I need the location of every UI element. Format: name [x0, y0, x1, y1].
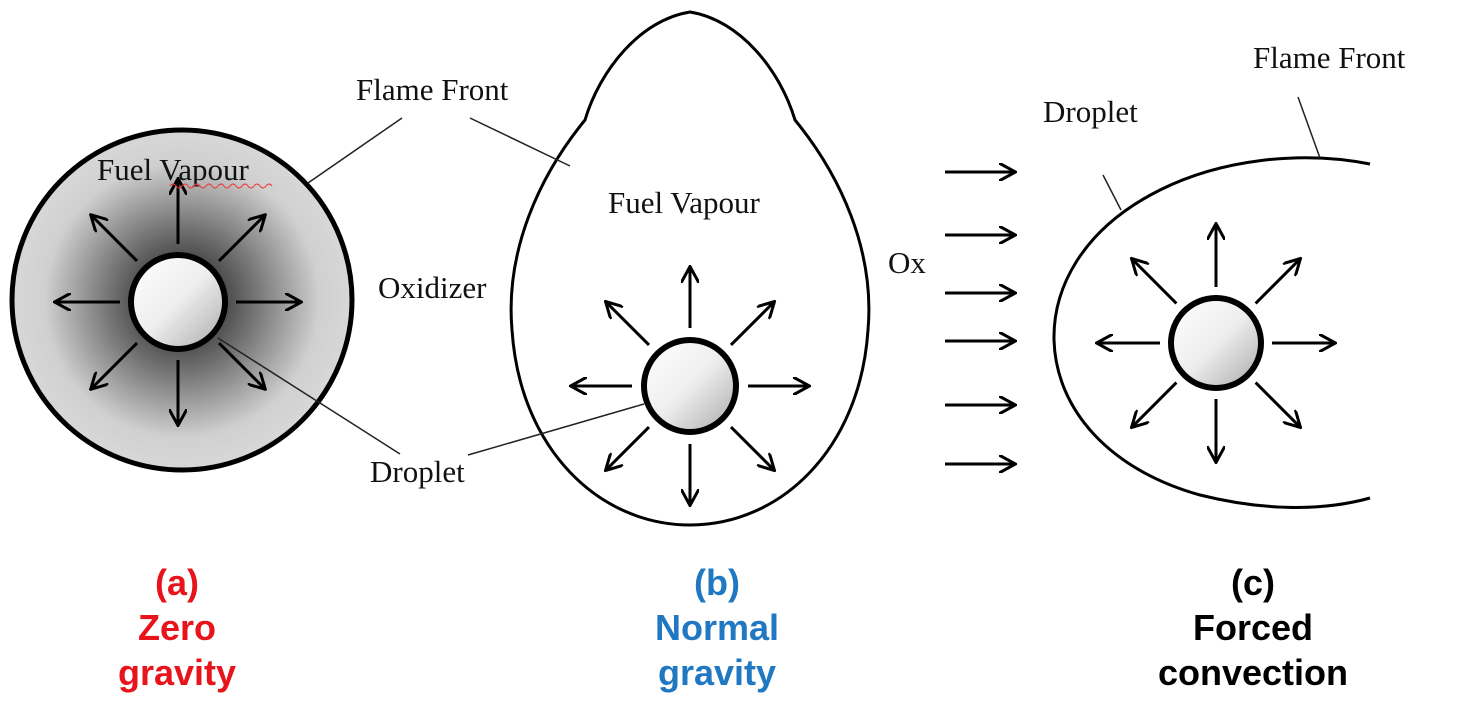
fuel-vapour-label-a: Fuel Vapour — [97, 152, 250, 187]
flame-front-label-c: Flame Front — [1253, 40, 1406, 75]
arrow — [607, 425, 651, 469]
arrow — [729, 303, 773, 347]
caption-line: Zero — [137, 607, 216, 648]
oxidizer-label: Oxidizer — [378, 270, 487, 305]
spellcheck-underline — [169, 183, 273, 189]
caption-c: (c) Forced convection — [1093, 560, 1413, 695]
leader-line — [469, 117, 571, 167]
vapour-arrows-c — [1098, 225, 1334, 461]
leader-line — [1297, 96, 1321, 159]
arrow — [1254, 381, 1300, 427]
leader-line — [217, 337, 401, 455]
arrow — [92, 341, 139, 388]
flame-front-curve — [1052, 156, 1371, 509]
flame-front-label: Flame Front — [356, 72, 509, 107]
caption-line: Normal — [654, 607, 780, 648]
vapour-arrows-b — [572, 268, 808, 504]
forced-convection-figure: Ox Droplet Flame Front — [888, 40, 1406, 509]
droplet-c — [1168, 295, 1264, 391]
droplet-a — [128, 252, 228, 352]
leader-line — [307, 117, 403, 184]
vapour-arrows-a — [56, 180, 300, 424]
normal-gravity-figure: Fuel Vapour — [509, 10, 871, 527]
arrow — [1133, 381, 1178, 427]
caption-line: gravity — [657, 652, 777, 693]
arrow — [92, 216, 139, 263]
caption-letter: (b) — [694, 562, 740, 603]
leader-line — [467, 403, 645, 456]
caption-letter: (a) — [155, 562, 199, 603]
zero-gravity-figure: Fuel Vapour — [9, 127, 355, 473]
droplet-label: Droplet — [370, 454, 465, 489]
droplet-b — [641, 337, 739, 435]
caption-b: (b) Normal gravity — [557, 560, 877, 695]
ox-label: Ox — [888, 245, 926, 280]
arrow — [1254, 260, 1300, 305]
leader-line — [1102, 174, 1122, 211]
arrow — [607, 303, 651, 347]
arrow — [729, 425, 773, 469]
caption-line: convection — [1157, 652, 1349, 693]
droplet-label-c: Droplet — [1043, 94, 1138, 129]
arrow — [217, 216, 264, 263]
caption-line: gravity — [117, 652, 237, 693]
fuel-vapour-label-b: Fuel Vapour — [608, 185, 761, 220]
arrow — [217, 341, 264, 388]
caption-letter: (c) — [1231, 562, 1275, 603]
oxidizer-flow-arrows — [945, 172, 1014, 464]
caption-line: Forced — [1192, 607, 1314, 648]
arrow — [1133, 260, 1178, 305]
caption-a: (a) Zero gravity — [17, 560, 337, 695]
